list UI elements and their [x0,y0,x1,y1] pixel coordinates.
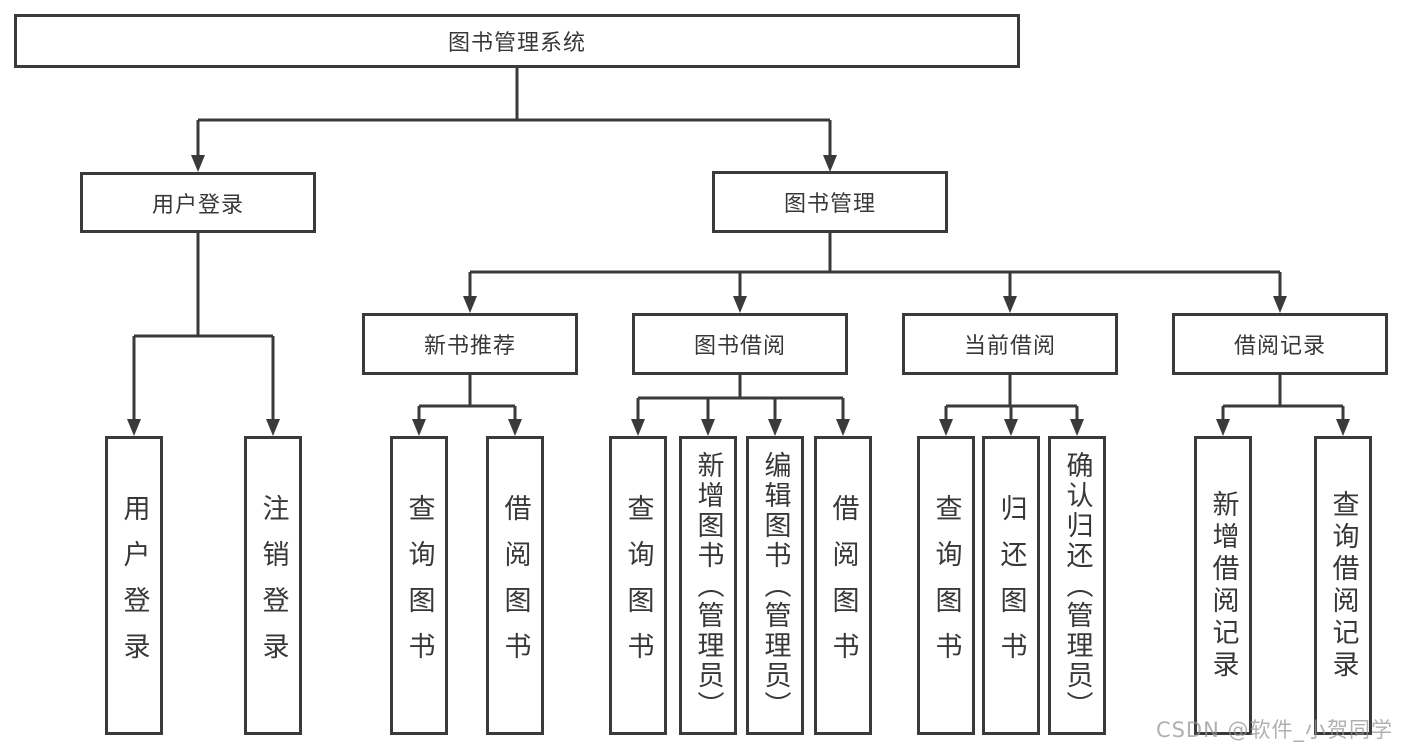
node-current-borrow: 当前借阅 [902,313,1118,375]
leaf-query-book-current: 查询图书 [917,436,975,735]
arrowheads [127,155,1350,436]
leaf-logout: 注销登录 [244,436,302,735]
node-new-book-recommend: 新书推荐 [362,313,578,375]
csdn-watermark: CSDN @软件_小贺同学 [1155,718,1393,742]
leaf-query-borrow-record: 查询借阅记录 [1314,436,1372,735]
node-book-management: 图书管理 [712,171,948,233]
node-root-system: 图书管理系统 [14,14,1020,68]
leaf-confirm-return-admin: 确认归还（管理员） [1048,436,1106,735]
leaf-edit-book-admin: 编辑图书（管理员） [746,436,804,735]
leaf-borrow-book-recommend: 借阅图书 [486,436,544,735]
leaf-borrow-book: 借阅图书 [814,436,872,735]
leaf-return-book: 归还图书 [982,436,1040,735]
leaf-user-login: 用户登录 [105,436,163,735]
leaf-add-book-admin: 新增图书（管理员） [679,436,737,735]
leaf-query-book-recommend: 查询图书 [390,436,448,735]
node-borrow-record: 借阅记录 [1172,313,1388,375]
leaf-query-book-borrow: 查询图书 [609,436,667,735]
node-book-borrow: 图书借阅 [632,313,848,375]
leaf-add-borrow-record: 新增借阅记录 [1194,436,1252,735]
node-user-login: 用户登录 [80,172,316,233]
